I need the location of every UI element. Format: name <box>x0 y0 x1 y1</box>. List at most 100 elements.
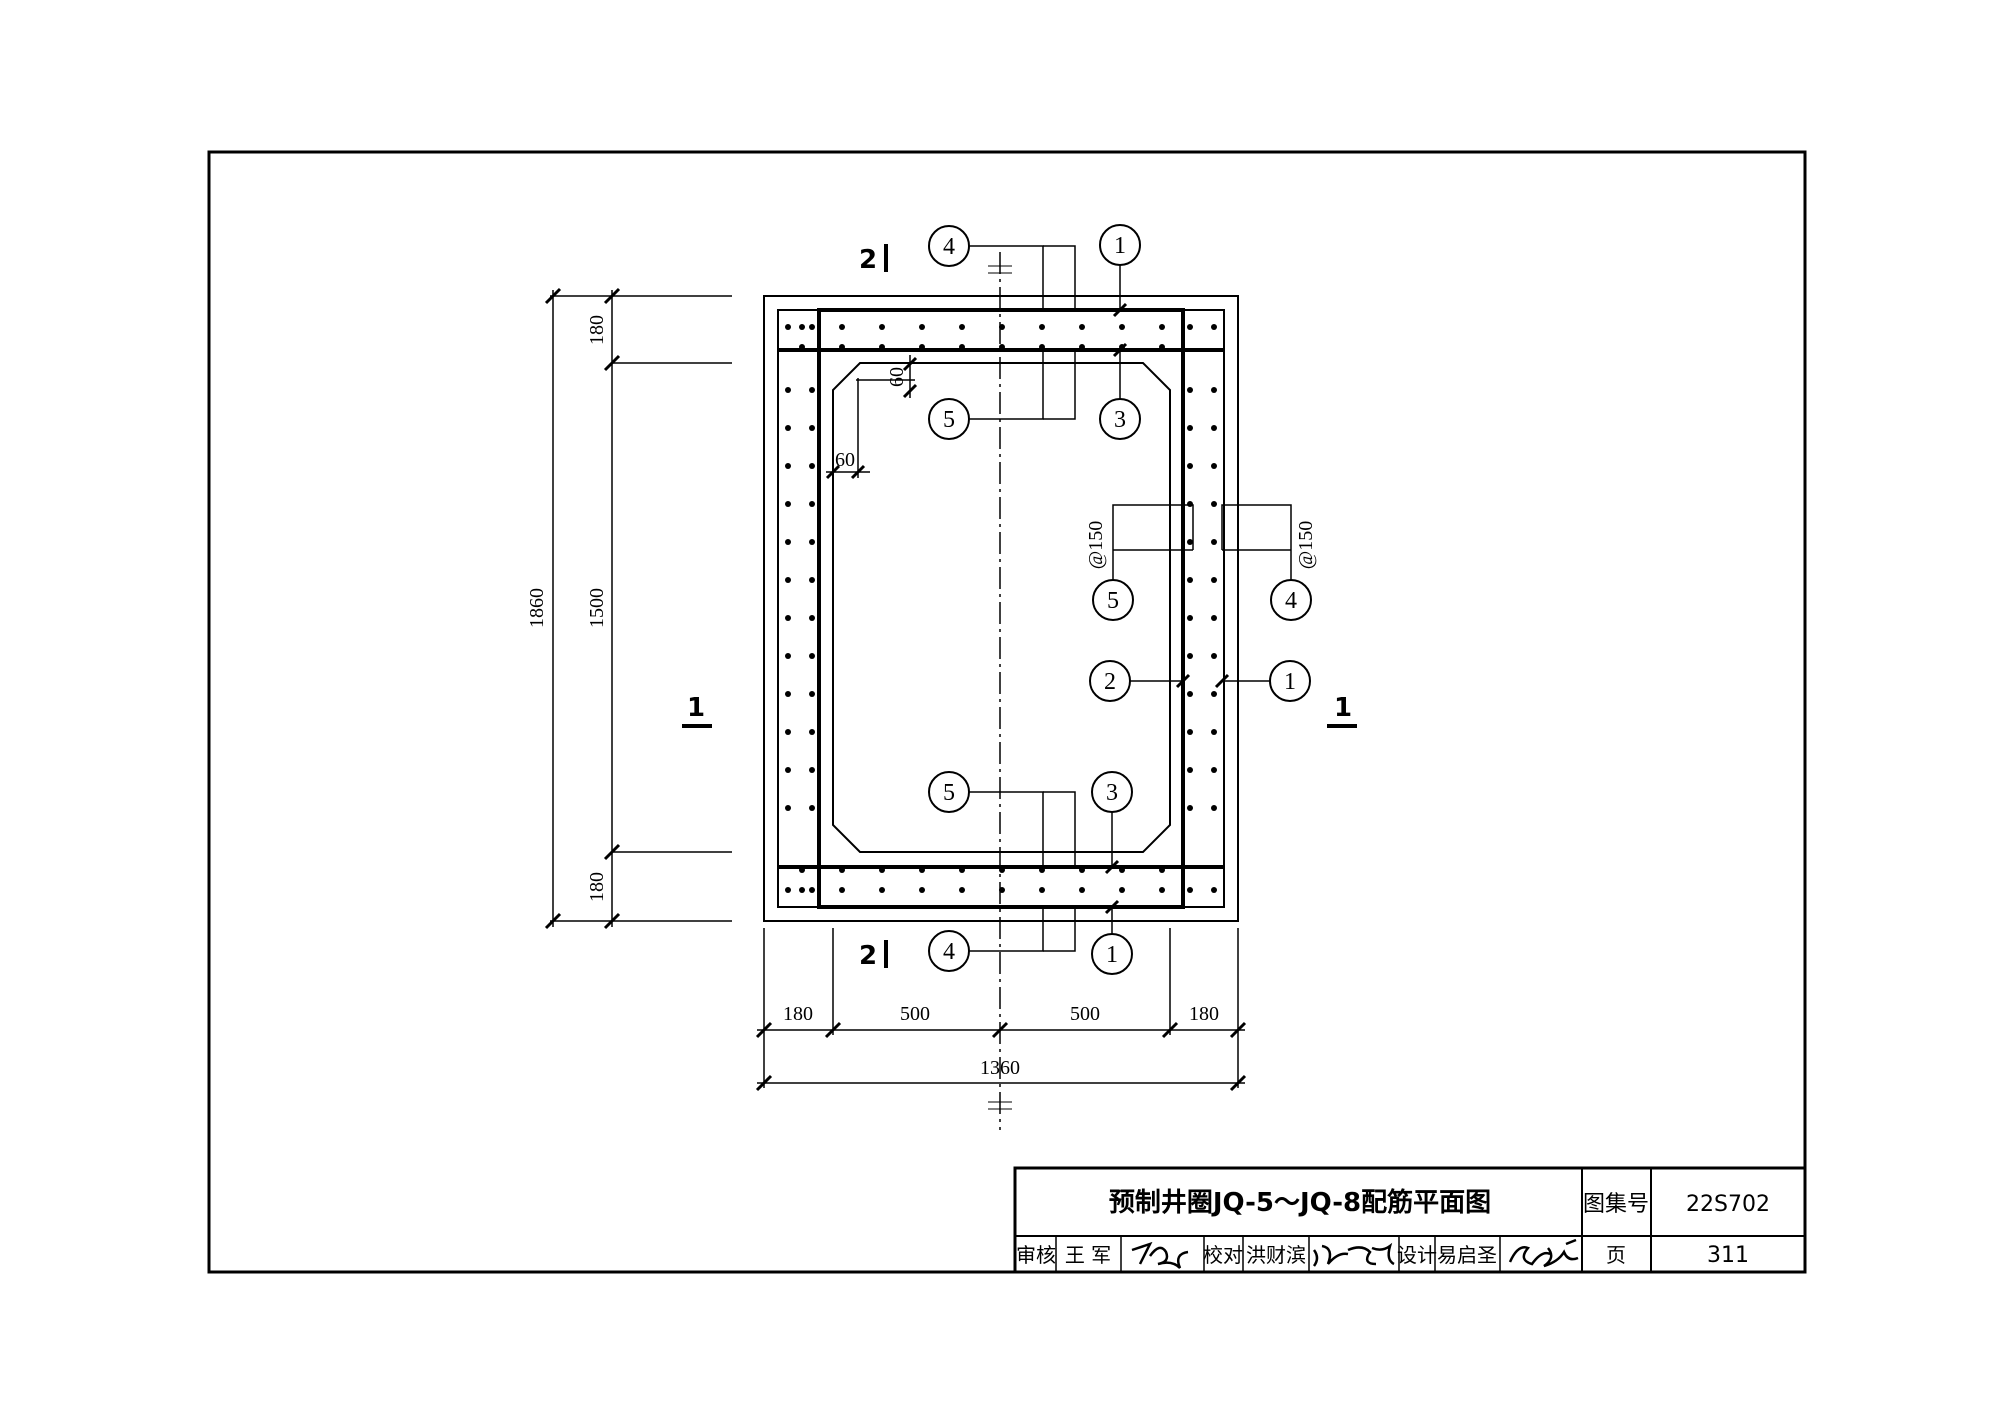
section-mark-right: 1 <box>1334 693 1352 723</box>
bottom-dimensions <box>755 928 1247 1092</box>
rebar-dot <box>785 729 791 735</box>
dim-top-wall: 180 <box>586 315 608 345</box>
rebar-dot <box>1187 729 1193 735</box>
bubble-mid-1: 1 <box>1284 669 1296 695</box>
rebar-dot <box>959 344 965 350</box>
rebar-dot <box>999 324 1005 330</box>
rebar-dot <box>1159 867 1165 873</box>
atlas-label: 图集号 <box>1583 1192 1649 1217</box>
rebar-dot <box>839 867 845 873</box>
rebar-dot <box>879 867 885 873</box>
rebar-dot <box>1211 653 1217 659</box>
ring-plan <box>763 252 1239 1130</box>
dim-left-wall: 180 <box>783 1003 813 1025</box>
rebar-dot <box>919 324 925 330</box>
rebar-dot <box>1187 425 1193 431</box>
dim-bottom-wall: 180 <box>586 872 608 902</box>
rebar-dot <box>1039 344 1045 350</box>
rebar-dot <box>809 324 815 330</box>
rebar-dot <box>785 387 791 393</box>
section-mark-top: 2 <box>859 245 877 275</box>
dim-overall-height: 1860 <box>526 588 548 628</box>
sheet-border <box>207 150 1807 1274</box>
rebar-dot <box>809 767 815 773</box>
rebar-dot <box>809 653 815 659</box>
rebar-dot <box>959 887 965 893</box>
rebar-dot <box>785 324 791 330</box>
leader-lines <box>969 245 1292 952</box>
rebar-dot <box>809 539 815 545</box>
rebar-dot <box>785 577 791 583</box>
rebar-dot <box>879 887 885 893</box>
rebar-dot <box>959 867 965 873</box>
rebar-dot <box>839 887 845 893</box>
rebar-dot <box>809 805 815 811</box>
rebar-dot <box>1211 767 1217 773</box>
rebar-dot <box>1119 887 1125 893</box>
rebar-dot <box>1187 501 1193 507</box>
rebar-dot <box>809 691 815 697</box>
page-label: 页 <box>1606 1243 1626 1267</box>
rebar-dot <box>1159 887 1165 893</box>
check-label: 校对 <box>1203 1243 1243 1267</box>
rebar-dot <box>1187 577 1193 583</box>
bubble-upper-left: 5 <box>943 407 955 433</box>
left-dimensions <box>544 287 732 930</box>
rebar-dot <box>1187 539 1193 545</box>
bubble-top-left: 4 <box>943 234 955 260</box>
rebar-dot <box>1187 653 1193 659</box>
rebar-dot <box>809 463 815 469</box>
rebar-dots <box>785 324 1217 893</box>
rebar-dot <box>1187 615 1193 621</box>
rebar-dot <box>1187 767 1193 773</box>
rebar-dot <box>1187 805 1193 811</box>
rebar-dot <box>799 344 805 350</box>
rebar-dot <box>1211 805 1217 811</box>
rebar-dot <box>1211 387 1217 393</box>
rebar-dot <box>785 539 791 545</box>
leader-ticks <box>1104 302 1230 915</box>
signature-reviewer <box>1131 1241 1189 1269</box>
rebar-dot <box>785 425 791 431</box>
section-mark-lines <box>682 244 1357 968</box>
rebar-dot <box>1211 324 1217 330</box>
reviewer-name: 王 军 <box>1065 1243 1111 1267</box>
rebar-dot <box>785 615 791 621</box>
rebar-dot <box>879 324 885 330</box>
rebar-dot <box>809 887 815 893</box>
rebar-dot <box>1187 887 1193 893</box>
review-label: 审核 <box>1016 1243 1056 1267</box>
rebar-dot <box>809 501 815 507</box>
dim-left-half: 500 <box>900 1003 930 1025</box>
rebar-dot <box>1211 463 1217 469</box>
section-mark-left: 1 <box>687 693 705 723</box>
rebar-dot <box>919 887 925 893</box>
dim-right-half: 500 <box>1070 1003 1100 1025</box>
chamfer-dimensions <box>825 355 918 480</box>
rebar-dot <box>1119 867 1125 873</box>
bubble-bottom-left: 4 <box>943 939 955 965</box>
rebar-dot <box>919 867 925 873</box>
spacing-label-left: @150 <box>1085 521 1107 569</box>
rebar-dot <box>809 425 815 431</box>
rebar-dot <box>1211 577 1217 583</box>
rebar-dot <box>785 805 791 811</box>
rebar-dot <box>1211 691 1217 697</box>
drawing-title: 预制井圈JQ-5～JQ-8配筋平面图 <box>1109 1187 1491 1218</box>
bubble-mid-2: 2 <box>1104 669 1116 695</box>
rebar-dot <box>809 729 815 735</box>
rebar-dot <box>1159 324 1165 330</box>
bubble-lower-left: 5 <box>943 780 955 806</box>
rebar-dot <box>1187 387 1193 393</box>
dim-overall-width: 1360 <box>980 1057 1020 1079</box>
rebar-dot <box>799 867 805 873</box>
bubble-bottom-right: 1 <box>1106 942 1118 968</box>
rebar-dot <box>1211 729 1217 735</box>
rebar-dot <box>879 344 885 350</box>
rebar-dot <box>1079 324 1085 330</box>
rebar-dot <box>1211 425 1217 431</box>
callout-bubbles <box>928 224 1312 975</box>
rebar-dot <box>1079 867 1085 873</box>
rebar-dot <box>785 653 791 659</box>
